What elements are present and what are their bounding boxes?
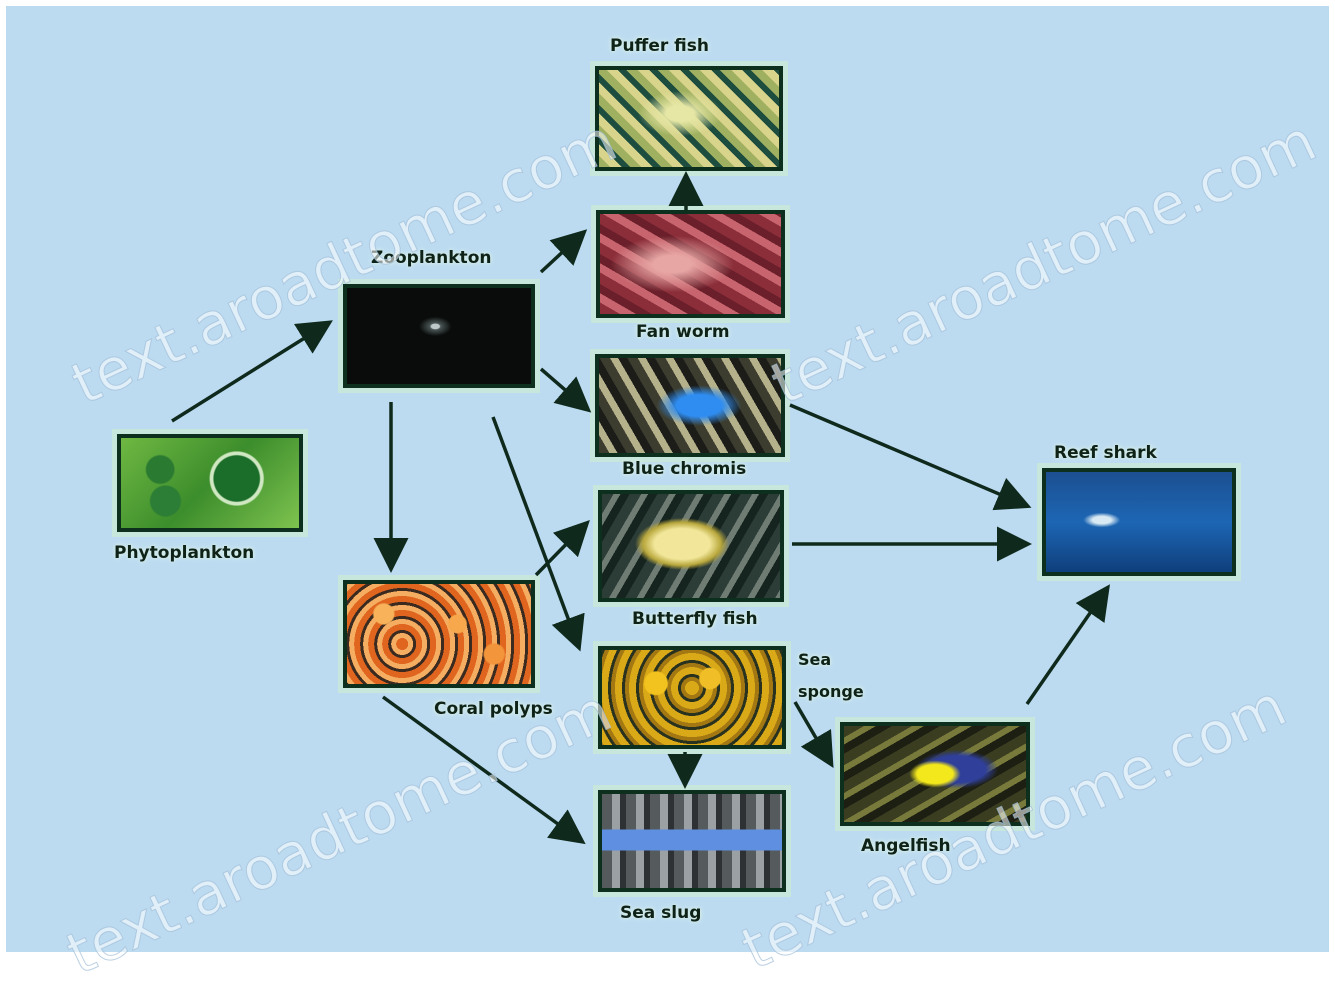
angelfish-label: Angelfish [861, 836, 951, 856]
arrow-sponge-to-angelfish [793, 701, 834, 769]
zooplankton-label: Zooplankton [371, 248, 492, 268]
sea-sponge-image [598, 646, 786, 749]
arrow-zooplankton-to-chromis [539, 367, 592, 413]
arrow-phytoplankton-to-zooplankton [171, 320, 333, 423]
arrow-zooplankton-to-fanworm [539, 229, 588, 274]
sea-slug-label: Sea slug [620, 903, 702, 923]
coral-polyps-image [343, 580, 535, 688]
arrow-angelfish-to-shark [1025, 584, 1110, 705]
arrow-coral-to-butterfly [534, 520, 590, 577]
puffer-fish-label: Puffer fish [610, 36, 709, 56]
sea-sponge-label-line1: Sea [798, 650, 832, 669]
butterfly-fish-label: Butterfly fish [632, 609, 758, 629]
arrow-coral-to-seaslug [381, 695, 586, 845]
phytoplankton-label: Phytoplankton [114, 543, 255, 563]
arrow-zooplankton-to-sponge [491, 416, 585, 652]
arrow-chromis-to-shark [789, 403, 1032, 511]
puffer-fish-image [595, 66, 783, 171]
zooplankton-image [343, 284, 535, 388]
butterfly-fish-image [598, 490, 784, 602]
coral-polyps-label: Coral polyps [434, 699, 553, 719]
sea-sponge-label-line2: sponge [798, 682, 864, 701]
fan-worm-image [596, 210, 785, 318]
angelfish-image [840, 722, 1030, 826]
fan-worm-label: Fan worm [636, 322, 730, 342]
phytoplankton-image [117, 434, 303, 532]
food-web-arrows [171, 171, 1110, 845]
reef-shark-image [1042, 468, 1236, 576]
reef-shark-label: Reef shark [1054, 443, 1157, 463]
blue-chromis-label: Blue chromis [622, 459, 747, 479]
blue-chromis-image [595, 354, 785, 457]
sea-slug-image [598, 790, 786, 892]
